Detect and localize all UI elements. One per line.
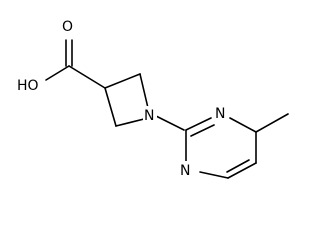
bond-azetidine-right bbox=[139, 73, 149, 109]
label-bg-azetidine-n bbox=[143, 106, 157, 124]
bond-pyr-c2-n3 bbox=[185, 117, 212, 131]
bond-c-oh bbox=[45, 65, 70, 81]
bond-azetidine-left bbox=[104, 87, 117, 127]
label-bg-pyrimidine-n-lower bbox=[179, 161, 193, 179]
bond-azetidine-bottom bbox=[115, 117, 149, 127]
bond-pyr-c2-n3-double bbox=[190, 124, 215, 137]
bond-c-ring bbox=[68, 65, 106, 89]
label-bg-hydroxyl bbox=[16, 76, 44, 94]
atom-hydroxyl: HO bbox=[17, 78, 39, 94]
bond-pyr-c6-n1 bbox=[199, 171, 229, 179]
bond-methyl bbox=[255, 113, 289, 133]
bond-n-pyrimidine bbox=[155, 115, 185, 131]
label-bg-pyrimidine-n-upper bbox=[214, 104, 228, 122]
molecule-svg: O HO N N N bbox=[16, 17, 289, 179]
atom-carbonyl-oxygen: O bbox=[62, 19, 73, 35]
atom-pyrimidine-n-lower: N bbox=[180, 163, 190, 179]
bond-azetidine-top bbox=[104, 73, 141, 89]
bond-pyr-c5-c6-double bbox=[226, 159, 250, 173]
label-bg-carbonyl-o bbox=[61, 17, 75, 35]
bond-pyr-n3-c4 bbox=[229, 117, 257, 133]
bond-pyr-c5-c6 bbox=[227, 162, 257, 179]
atom-pyrimidine-n-upper: N bbox=[215, 106, 225, 122]
structure-diagram: O HO N N N bbox=[16, 17, 289, 179]
atom-azetidine-nitrogen: N bbox=[144, 108, 154, 124]
